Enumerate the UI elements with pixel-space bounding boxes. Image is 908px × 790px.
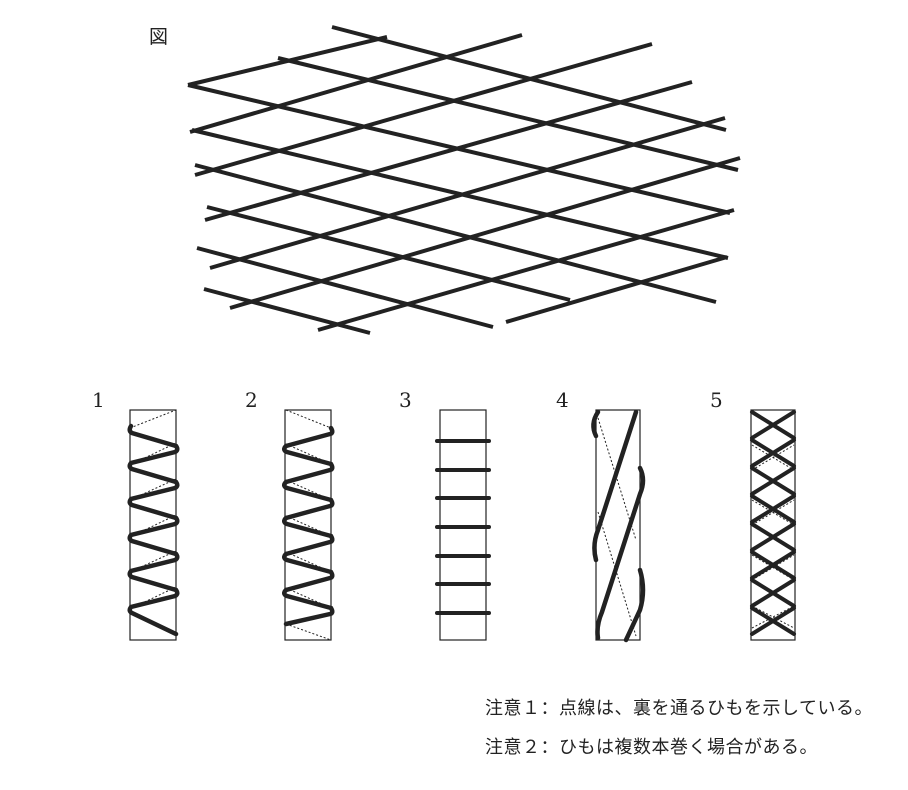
front-strand	[283, 425, 335, 449]
front-strand	[127, 551, 180, 593]
option-5-rod	[750, 409, 796, 641]
front-strand	[127, 587, 180, 637]
back-strand	[751, 499, 795, 526]
net-strand	[206, 205, 571, 302]
net-strand	[317, 208, 735, 332]
net-strand	[189, 33, 523, 134]
front-strand	[750, 438, 796, 468]
net-strand	[196, 246, 494, 329]
note-2: 注意２：ひもは複数本巻く場合がある。	[485, 737, 818, 758]
front-strand	[750, 578, 796, 608]
front-strand	[750, 522, 796, 552]
front-strand	[750, 550, 796, 580]
net-strand	[229, 156, 741, 310]
front-strand	[127, 479, 180, 521]
net-strand	[194, 163, 717, 304]
front-strand	[282, 587, 335, 627]
note-1: 注意１：点線は、裏を通るひもを示している。	[485, 698, 873, 719]
front-strand	[127, 423, 179, 449]
front-strand	[750, 494, 796, 524]
option-diagrams	[127, 409, 796, 643]
back-strand	[597, 511, 637, 637]
figure-label: 図	[149, 26, 169, 48]
net-strand	[194, 42, 653, 177]
front-strand	[595, 465, 646, 641]
front-strand	[623, 567, 646, 643]
option-1-rod	[127, 409, 180, 641]
net-strand	[204, 80, 693, 222]
option-2-rod	[282, 409, 335, 641]
back-strand	[285, 409, 332, 429]
net-diagram	[187, 25, 741, 335]
net-strand	[277, 56, 739, 172]
back-strand	[129, 409, 177, 429]
back-strand	[285, 623, 332, 641]
option-number-2: 2	[245, 388, 258, 412]
option-number-5: 5	[710, 388, 723, 412]
option-number-3: 3	[399, 388, 412, 412]
option-3-rod	[435, 409, 491, 641]
front-strand	[282, 515, 335, 557]
front-strand	[750, 606, 796, 636]
option-number-4: 4	[556, 388, 569, 412]
option-number-1: 1	[92, 388, 105, 412]
front-strand	[282, 479, 335, 521]
front-strand	[592, 409, 639, 563]
back-strand	[751, 444, 795, 471]
front-strand	[282, 443, 335, 485]
option-4-rod	[591, 409, 646, 643]
net-strand	[505, 255, 728, 324]
net-strand	[187, 35, 388, 87]
front-strand	[282, 551, 335, 593]
front-strand	[591, 409, 601, 439]
back-strand	[597, 417, 637, 541]
front-strand	[127, 443, 180, 485]
front-strand	[750, 466, 796, 496]
net-strand	[203, 287, 371, 335]
front-strand	[127, 515, 180, 557]
net-strand	[209, 116, 726, 270]
front-strand	[750, 410, 796, 440]
